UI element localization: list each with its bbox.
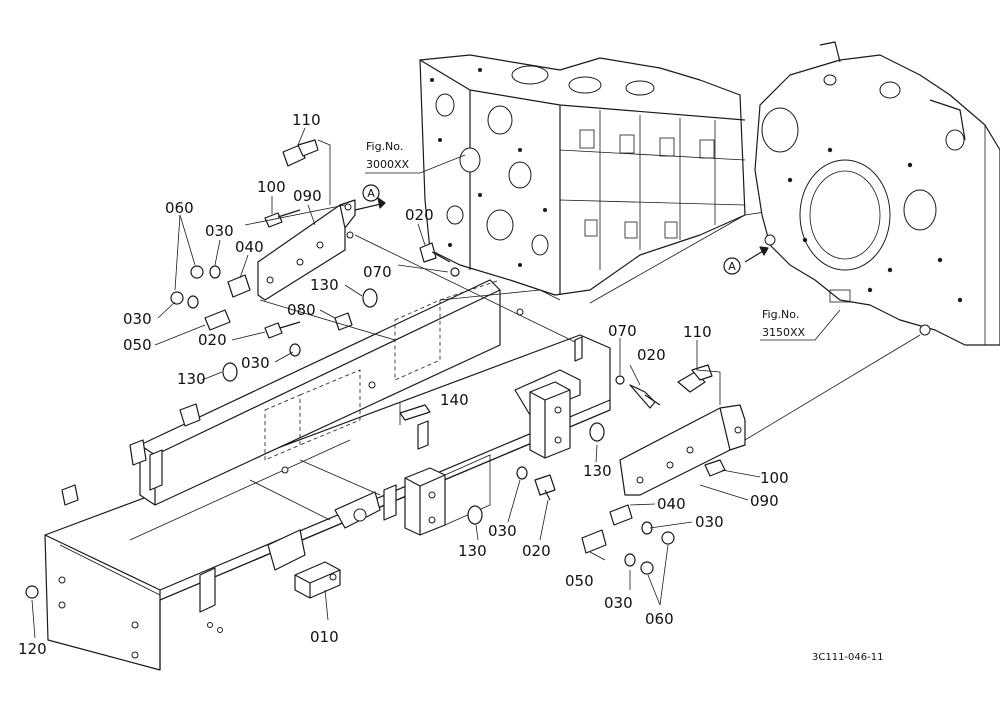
part-callouts: 110 100 090 060 030 040 020 070 130 080 … (18, 111, 789, 658)
mount-block-a (404, 454, 491, 536)
engine-block (419, 54, 766, 296)
fig-label: Fig.No. (366, 140, 403, 153)
bracket-090-right (619, 404, 746, 496)
callout-050-left: 050 (123, 336, 152, 354)
callout-040-right: 040 (657, 495, 686, 513)
main-frame (44, 279, 611, 671)
callout-040-left: 040 (235, 238, 264, 256)
flywheel-housing (754, 41, 1000, 346)
bracket-010 (294, 561, 341, 599)
bracket-090-left (257, 199, 356, 301)
callout-100-right: 100 (760, 469, 789, 487)
callout-120: 120 (18, 640, 47, 658)
callout-030-right: 030 (695, 513, 724, 531)
callout-070-right: 070 (608, 322, 637, 340)
callout-130-bottom: 130 (458, 542, 487, 560)
connector-letter: A (728, 260, 736, 273)
connector-marker-left: A (362, 184, 380, 202)
callout-140: 140 (440, 391, 469, 409)
callout-110-right: 110 (683, 323, 712, 341)
figure-reference-engine: Fig.No. 3000XX (366, 140, 410, 171)
callout-130-upper: 130 (310, 276, 339, 294)
callout-020-bottom: 020 (522, 542, 551, 560)
callout-100-upper: 100 (257, 178, 286, 196)
callout-030-mid: 030 (241, 354, 270, 372)
leader-lines (31, 127, 921, 639)
callout-060-right: 060 (645, 610, 674, 628)
connector-letter: A (367, 187, 375, 200)
fig-label: Fig.No. (762, 308, 799, 321)
hardware (25, 139, 726, 599)
fig-number: 3000XX (366, 158, 410, 171)
mount-block-b (529, 381, 571, 459)
callout-070-upper: 070 (363, 263, 392, 281)
callout-130-right: 130 (583, 462, 612, 480)
callout-030-bottom: 030 (488, 522, 517, 540)
connector-marker-right: A (723, 257, 741, 275)
callout-050-right: 050 (565, 572, 594, 590)
callout-060-left: 060 (165, 199, 194, 217)
callout-020-right: 020 (637, 346, 666, 364)
figure-reference-housing: Fig.No. 3150XX (762, 308, 806, 339)
fig-number: 3150XX (762, 326, 806, 339)
callout-010: 010 (310, 628, 339, 646)
callout-030-lower: 030 (604, 594, 633, 612)
callout-030-left: 030 (123, 310, 152, 328)
callout-030-upper: 030 (205, 222, 234, 240)
callout-130-left: 130 (177, 370, 206, 388)
callout-020-mid: 020 (198, 331, 227, 349)
callout-080: 080 (287, 301, 316, 319)
drawing-number: 3C111-046-11 (812, 652, 883, 663)
callout-090-right: 090 (750, 492, 779, 510)
callout-110-upper: 110 (292, 111, 321, 129)
callout-090-upper: 090 (293, 187, 322, 205)
callout-020-upper: 020 (405, 206, 434, 224)
